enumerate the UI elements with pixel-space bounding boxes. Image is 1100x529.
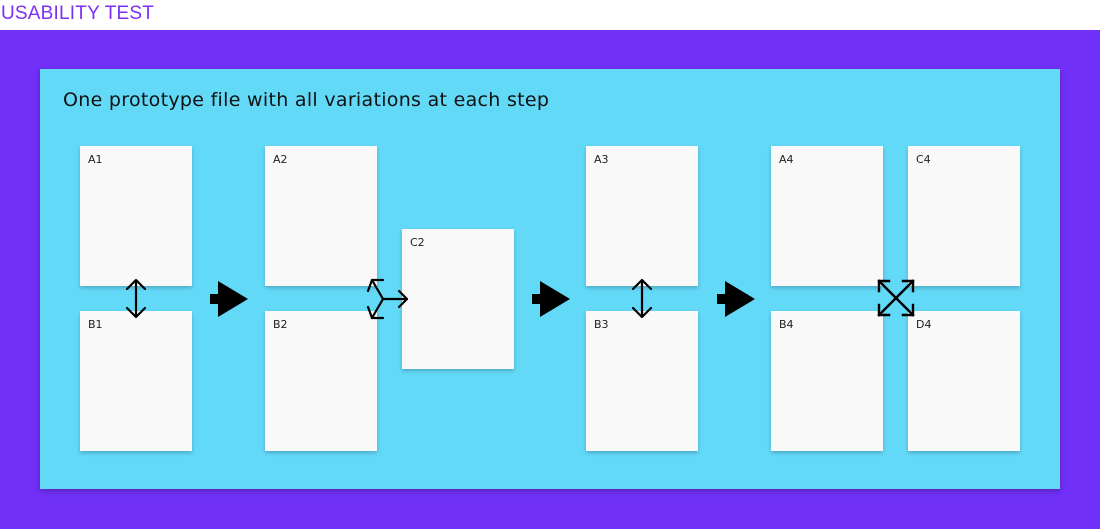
board-title: One prototype file with all variations a… xyxy=(63,89,550,111)
card-c2: C2 xyxy=(402,229,514,369)
card-a1: A1 xyxy=(80,146,192,286)
card-label: C2 xyxy=(410,236,425,249)
card-label: B2 xyxy=(273,318,288,331)
card-b4: B4 xyxy=(771,311,883,451)
card-a2: A2 xyxy=(265,146,377,286)
card-label: B1 xyxy=(88,318,103,331)
card-a3: A3 xyxy=(586,146,698,286)
card-label: D4 xyxy=(916,318,932,331)
card-b1: B1 xyxy=(80,311,192,451)
page-title: USABILITY TEST xyxy=(1,3,155,24)
card-label: A4 xyxy=(779,153,794,166)
card-a4: A4 xyxy=(771,146,883,286)
card-label: C4 xyxy=(916,153,931,166)
card-label: A3 xyxy=(594,153,609,166)
diagram-board xyxy=(40,69,1060,489)
card-b2: B2 xyxy=(265,311,377,451)
card-label: B4 xyxy=(779,318,794,331)
card-label: B3 xyxy=(594,318,609,331)
card-c4: C4 xyxy=(908,146,1020,286)
card-label: A1 xyxy=(88,153,103,166)
card-label: A2 xyxy=(273,153,288,166)
card-b3: B3 xyxy=(586,311,698,451)
card-d4: D4 xyxy=(908,311,1020,451)
